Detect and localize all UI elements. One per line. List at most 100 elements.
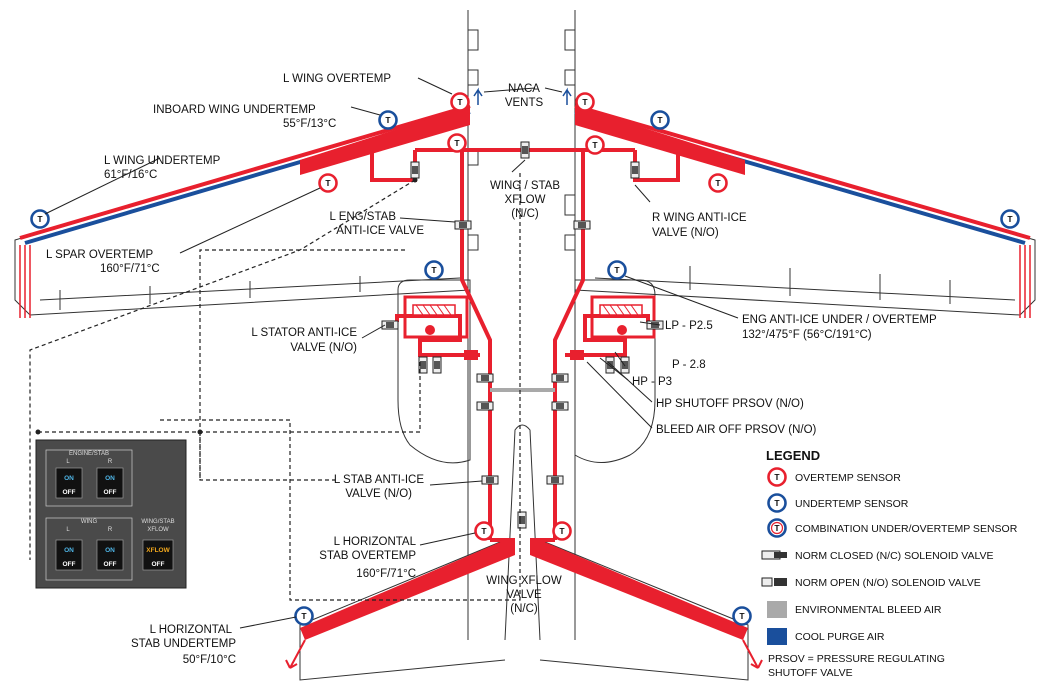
label-wing-xflow-1: WING XFLOW — [486, 575, 562, 587]
r-valve-b — [621, 357, 629, 373]
label-eng-anti-ice-1: ENG ANTI-ICE UNDER / OVERTEMP — [742, 314, 937, 326]
r-stator-anti-ice-valve — [647, 321, 663, 329]
label-wing-xflow-3: (N/C) — [510, 603, 538, 615]
l-wing-anti-ice-valve — [411, 162, 419, 178]
label-wing-stab-xflow-2: XFLOW — [505, 194, 546, 206]
r-hstab-undertemp-sensor — [734, 608, 751, 625]
right-hstab-hot-duct — [530, 540, 748, 640]
r-stab-anti-ice-valve — [547, 476, 563, 484]
wing-left-off: OFF — [63, 561, 76, 568]
engine-stab-left-on: ON — [64, 475, 74, 482]
left-flaps — [40, 276, 460, 310]
legend-item-cool-purge: COOL PURGE AIR — [795, 631, 885, 643]
l-wing-overtemp-sensor — [452, 94, 469, 111]
label-eng-anti-ice-2: 132°/475°F (56°C/191°C) — [742, 329, 872, 341]
right-fuselage-notches — [565, 30, 575, 250]
legend-note-2: SHUTOFF VALVE — [768, 667, 853, 679]
r-eng-stab-anti-ice-valve — [574, 221, 590, 229]
svg-text:T: T — [774, 523, 780, 533]
r-wing-undertemp-sensor — [1002, 211, 1019, 228]
wing-right-button[interactable]: ON OFF — [97, 540, 123, 570]
label-p28: P - 2.8 — [672, 359, 706, 371]
r-spar-overtemp-sensor — [710, 175, 727, 192]
l-hp-prsov — [464, 350, 478, 360]
l-valve-b — [433, 357, 441, 373]
left-wing-feed — [372, 150, 415, 180]
legend-item-undertemp: UNDERTEMP SENSOR — [795, 498, 909, 510]
r-duct-overtemp-sensor — [587, 137, 604, 154]
wing-xflow-valve — [518, 512, 526, 528]
label-l-hstab-under-1: L HORIZONTAL — [150, 624, 233, 636]
anti-ice-control-panel: ENGINE/STAB L R ON OFF ON OFF WING L R O… — [36, 440, 186, 588]
engine-stab-right-button[interactable]: ON OFF — [97, 468, 123, 498]
label-l-stator-2: VALVE (N/O) — [290, 342, 357, 354]
label-l-stab-anti-ice-1: L STAB ANTI-ICE — [334, 474, 424, 486]
left-wing-anti-ice — [20, 106, 470, 318]
label-l-wing-undertemp-2: 61°F/16°C — [104, 169, 157, 181]
wing-right-off: OFF — [104, 561, 117, 568]
legend-nc-valve-icon — [762, 551, 787, 559]
r-bleed-valve-a — [552, 374, 568, 382]
r-bleed-valve-b — [552, 402, 568, 410]
right-hstab-anti-ice — [530, 540, 762, 668]
l-hstab-undertemp-sensor — [296, 608, 313, 625]
xflow-off: OFF — [152, 561, 165, 568]
legend-item-nc-valve: NORM CLOSED (N/C) SOLENOID VALVE — [795, 550, 994, 562]
right-wing-hot-duct — [575, 106, 1030, 238]
inboard-wing-undertemp-sensor — [380, 112, 397, 129]
right-wing-feed — [635, 150, 678, 180]
label-naca-vents-1: NACA — [508, 83, 540, 95]
label-l-hstab-over-1: L HORIZONTAL — [334, 536, 417, 548]
legend-note-1: PRSOV = PRESSURE REGULATING — [768, 653, 945, 665]
l-bleed-valve-a — [477, 374, 493, 382]
label-naca-vents-2: VENTS — [505, 97, 544, 109]
wing-stab-xflow-button[interactable]: XFLOW OFF — [143, 540, 173, 570]
label-l-hstab-over-3: 160°F/71°C — [356, 568, 416, 580]
left-naca-vent-arrow — [474, 90, 482, 105]
legend-cool-purge-swatch — [767, 628, 787, 645]
l-hstab-overtemp-sensor — [476, 523, 493, 540]
legend-overtemp-icon — [769, 469, 786, 486]
wing-right-label: R — [108, 527, 113, 533]
label-l-eng-stab-1: L ENG/STAB — [330, 211, 397, 223]
r-wing-anti-ice-valve — [631, 162, 639, 178]
r-wing-overtemp-sensor — [577, 94, 594, 111]
wing-stab-xflow-valve — [521, 142, 529, 158]
label-lp-p25: LP - P2.5 — [665, 320, 713, 332]
label-bleed-off: BLEED AIR OFF PRSOV (N/O) — [656, 424, 817, 436]
legend-title: LEGEND — [766, 448, 820, 463]
engine-stab-header: ENGINE/STAB — [69, 451, 109, 457]
label-l-hstab-over-2: STAB OVERTEMP — [319, 550, 416, 562]
engine-stab-left-off: OFF — [63, 489, 76, 496]
label-l-stab-anti-ice-2: VALVE (N/O) — [345, 488, 412, 500]
right-naca-vent-arrow — [563, 90, 571, 105]
engine-stab-right-off: OFF — [104, 489, 117, 496]
engine-stab-left-button[interactable]: ON OFF — [56, 468, 82, 498]
label-r-wing-anti-ice-2: VALVE (N/O) — [652, 227, 719, 239]
legend: LEGEND OVERTEMP SENSOR UNDERTEMP SENSOR … — [762, 448, 1018, 679]
wing-left-button[interactable]: ON OFF — [56, 540, 82, 570]
label-l-eng-stab-2: ANTI-ICE VALVE — [336, 225, 424, 237]
right-flaps — [595, 266, 1015, 304]
left-hstab-exhaust-arrow — [286, 640, 305, 668]
xflow-header-2: XFLOW — [147, 527, 169, 533]
legend-no-valve-icon — [762, 578, 787, 586]
label-wing-stab-xflow-1: WING / STAB — [490, 180, 560, 192]
r-hstab-overtemp-sensor — [554, 523, 571, 540]
engine-stab-right-on: ON — [105, 475, 115, 482]
engine-stab-right-label: R — [108, 459, 113, 465]
label-l-wing-undertemp-1: L WING UNDERTEMP — [104, 155, 221, 167]
label-wing-stab-xflow-3: (N/C) — [511, 208, 539, 220]
r-hp-prsov — [570, 350, 584, 360]
legend-item-combination: COMBINATION UNDER/OVERTEMP SENSOR — [795, 523, 1018, 535]
l-duct-overtemp-sensor — [449, 135, 466, 152]
right-wing-anti-ice — [575, 106, 1030, 318]
label-l-spar-overtemp-2: 160°F/71°C — [100, 263, 160, 275]
legend-item-no-valve: NORM OPEN (N/O) SOLENOID VALVE — [795, 577, 981, 589]
legend-combination-icon: T — [769, 520, 786, 537]
legend-undertemp-icon — [769, 495, 786, 512]
label-l-stator-1: L STATOR ANTI-ICE — [251, 327, 357, 339]
legend-environmental-swatch — [767, 601, 787, 618]
l-spar-overtemp-sensor — [320, 175, 337, 192]
xflow-indicator: XFLOW — [146, 547, 170, 554]
